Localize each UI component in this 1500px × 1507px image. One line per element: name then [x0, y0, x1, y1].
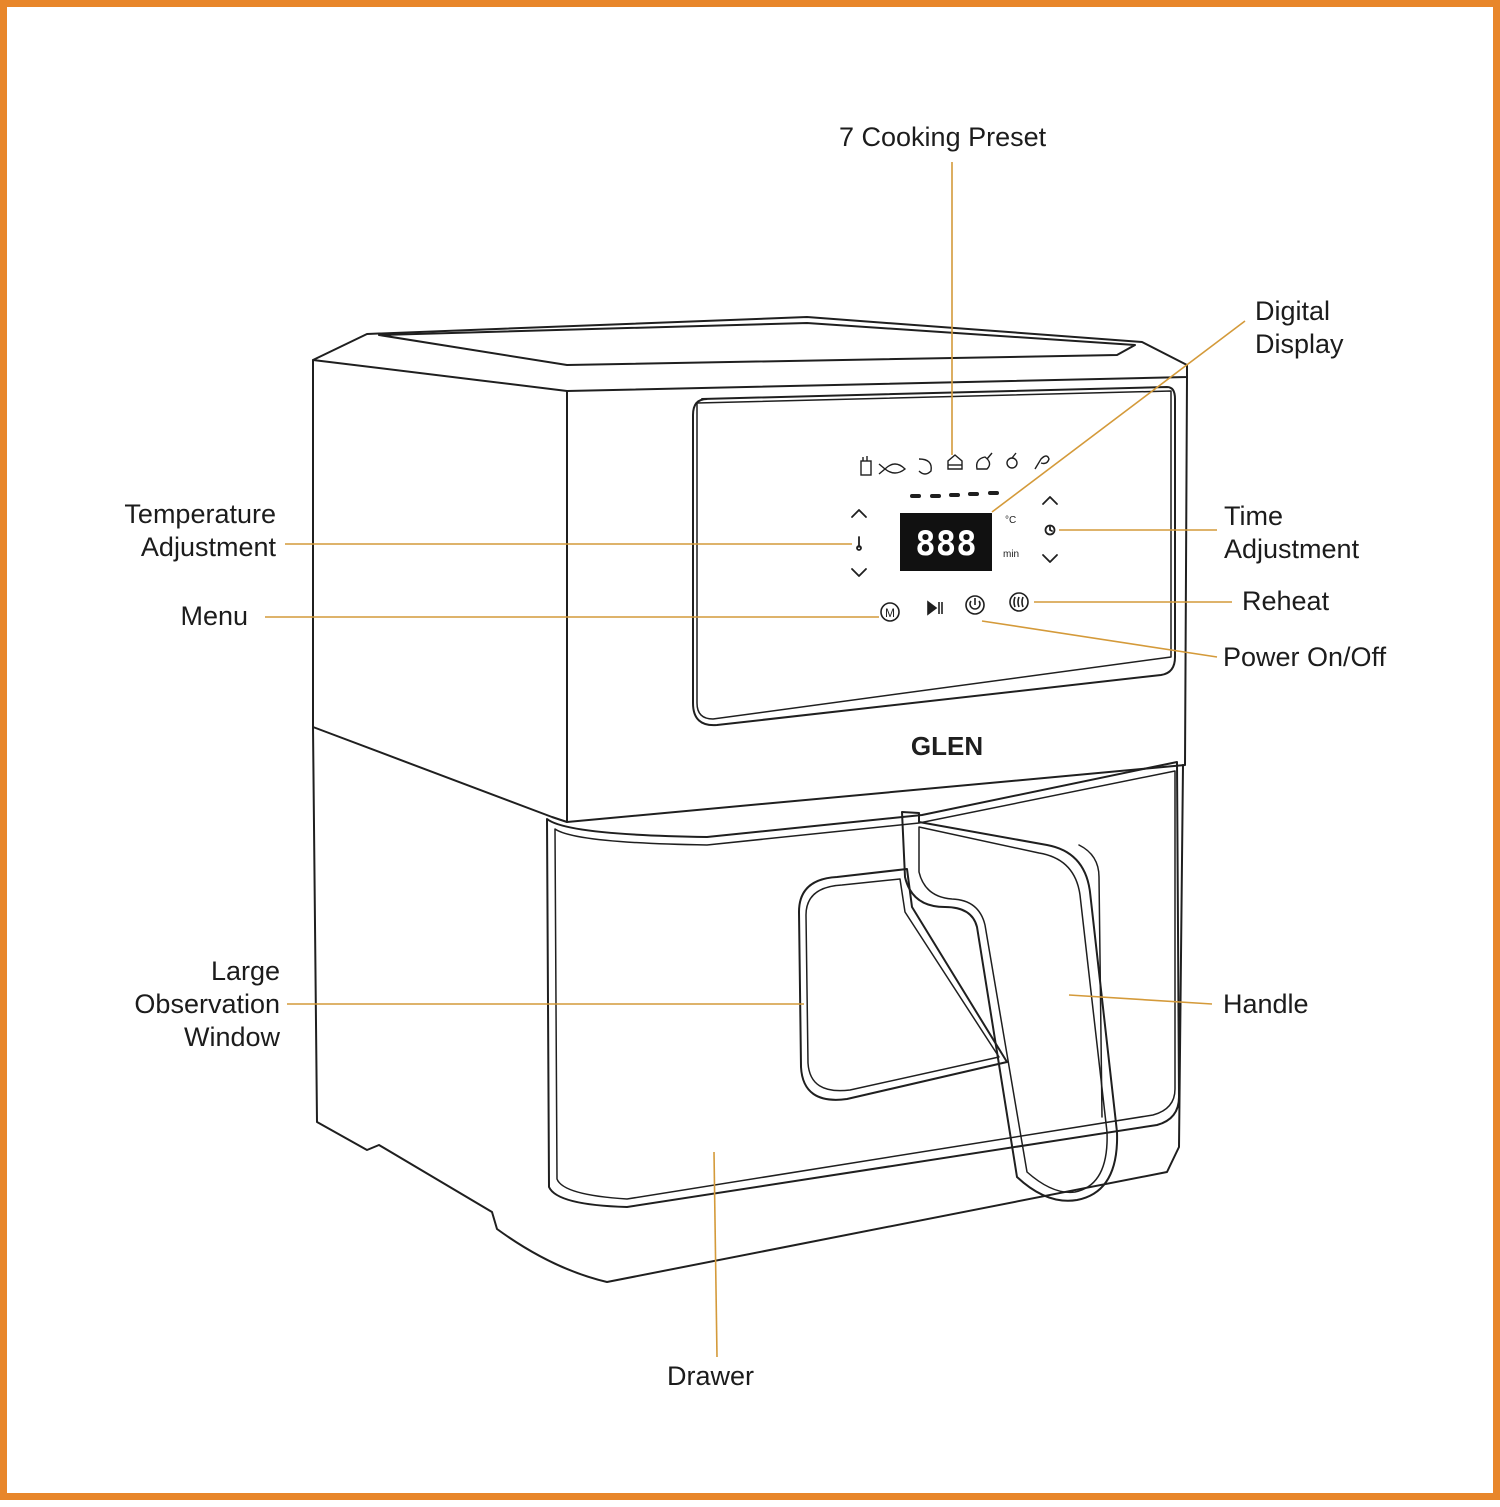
time-unit-label: min	[1003, 549, 1019, 560]
label-menu: Menu	[180, 601, 248, 631]
temp-chevron-down-icon	[851, 568, 867, 577]
brand-logo: GLEN	[911, 731, 983, 761]
label-time-adjustment: Time Adjustment	[1224, 501, 1360, 564]
observation-window	[798, 868, 1008, 1101]
label-power: Power On/Off	[1223, 642, 1387, 672]
handle-bracket	[1078, 844, 1103, 1118]
fries-icon	[860, 456, 872, 476]
label-digital-display: Digital Display	[1255, 296, 1344, 359]
vegetable-icon	[1006, 452, 1018, 469]
upper-housing	[312, 359, 1188, 823]
fish-icon	[878, 463, 907, 475]
cake-icon	[947, 454, 963, 470]
reheat-icon	[1009, 592, 1029, 612]
time-chevron-up-icon	[1042, 496, 1058, 505]
leader-handle	[1068, 994, 1213, 1005]
label-cooking-preset: 7 Cooking Preset	[839, 122, 1047, 152]
time-chevron-down-icon	[1042, 554, 1058, 563]
lower-housing-left	[312, 726, 1184, 1283]
drawer-front	[546, 761, 1180, 1208]
air-fryer-illustration: 888 °C min M GLEN	[265, 162, 1246, 1358]
shrimp-icon	[918, 458, 932, 475]
power-icon	[965, 595, 985, 615]
play-pause-icon	[927, 600, 943, 616]
control-panel-inner	[696, 390, 1172, 720]
drawer-front-inner	[554, 770, 1176, 1200]
handle-inner	[918, 826, 1108, 1194]
digital-display: 888	[900, 513, 992, 571]
chicken-icon	[975, 452, 993, 470]
control-panel	[692, 386, 1176, 727]
observation-window-inner	[805, 878, 1000, 1092]
leader-digital-display	[991, 320, 1246, 513]
menu-icon: M	[880, 602, 900, 622]
drumstick-icon	[1034, 455, 1050, 470]
temp-chevron-up-icon	[851, 509, 867, 518]
svg-text:M: M	[885, 606, 895, 620]
label-reheat: Reheat	[1242, 586, 1330, 616]
label-handle: Handle	[1223, 989, 1309, 1019]
lid-inset	[378, 322, 1136, 366]
label-drawer: Drawer	[667, 1361, 755, 1391]
temp-unit-label: °C	[1005, 515, 1016, 526]
leader-drawer	[713, 1151, 718, 1358]
preset-indicator-dashes	[910, 491, 999, 498]
handle-outline	[901, 811, 1119, 1202]
label-temperature-adjustment: Temperature Adjustment	[124, 499, 276, 562]
lid-outline	[312, 316, 1188, 392]
clock-icon	[1044, 524, 1056, 536]
leader-power	[981, 620, 1218, 658]
leader-lines	[265, 162, 1246, 1358]
display-digits: 888	[915, 524, 976, 564]
label-observation-window: Large Observation Window	[134, 956, 280, 1052]
thermometer-icon	[856, 536, 862, 551]
